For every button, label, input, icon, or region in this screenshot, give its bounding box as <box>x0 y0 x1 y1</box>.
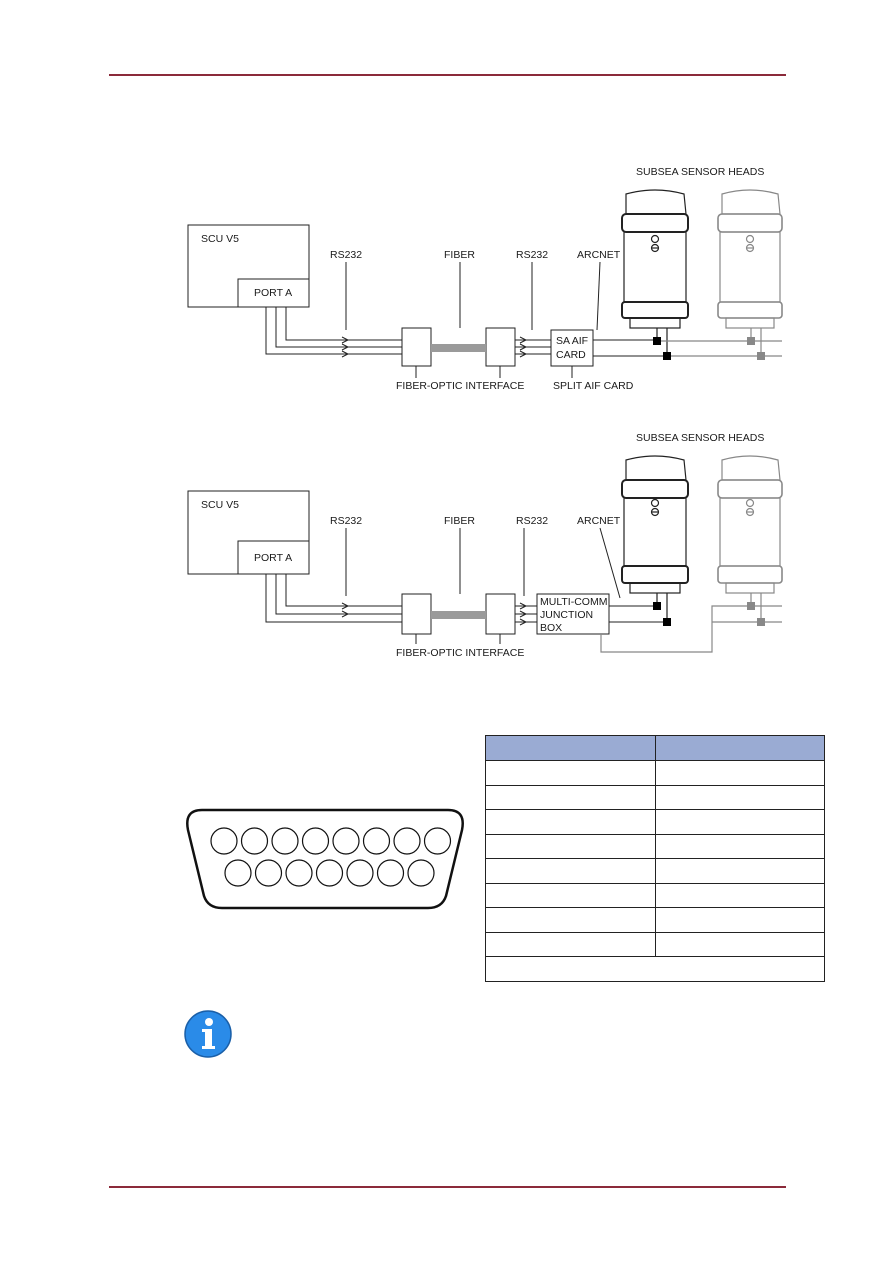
info-icon <box>184 1010 232 1058</box>
connector-pin <box>285 859 313 887</box>
connector-pin <box>332 827 360 855</box>
table-header-cell <box>485 735 656 761</box>
fo-interface-left <box>401 593 432 635</box>
port-a-box <box>237 278 310 308</box>
box-line2: JUNCTION <box>540 609 593 621</box>
scu-label: SCU V5 <box>201 233 239 245</box>
rs232-right-label: RS232 <box>516 515 548 527</box>
connector-pin <box>210 827 238 855</box>
table-row <box>485 882 825 908</box>
scu-label: SCU V5 <box>201 499 239 511</box>
table-row <box>485 809 825 835</box>
box-line3: BOX <box>540 622 562 634</box>
header-rule <box>109 74 786 76</box>
sensor-head-1 <box>621 189 689 356</box>
table-header-row <box>485 735 825 761</box>
sensor-heads-label: SUBSEA SENSOR HEADS <box>636 432 764 444</box>
split-card-label: SPLIT AIF CARD <box>553 380 634 392</box>
table-footer-row <box>485 956 825 982</box>
table-row <box>485 760 825 786</box>
fo-interface-left <box>401 327 432 367</box>
port-label: PORT A <box>254 287 292 299</box>
table-row <box>485 931 825 957</box>
port-a-box <box>237 540 310 575</box>
fiber-label: FIBER <box>444 249 475 261</box>
footer-rule <box>109 1186 786 1188</box>
connector-pin <box>393 827 421 855</box>
card-line1: SA AIF <box>556 335 588 347</box>
table-row <box>485 784 825 810</box>
sensor-heads-label: SUBSEA SENSOR HEADS <box>636 166 764 178</box>
table-row <box>485 833 825 859</box>
connector-pin <box>407 859 435 887</box>
sensor-head-2 <box>661 189 783 357</box>
connector-pin <box>362 827 391 855</box>
connector-pin <box>346 859 374 887</box>
connector-pin <box>315 859 344 887</box>
port-label: PORT A <box>254 552 292 564</box>
table-header-cell <box>655 735 825 761</box>
box-line1: MULTI-COMM <box>540 596 607 608</box>
fiber-label: FIBER <box>444 515 475 527</box>
sensor-head-1 <box>621 455 689 622</box>
connector-pin <box>240 827 269 855</box>
connector-pin <box>301 827 330 855</box>
arcnet-label: ARCNET <box>577 249 621 261</box>
pin-table <box>485 735 825 982</box>
connector-pin <box>423 827 452 855</box>
connector-pin <box>254 859 283 887</box>
connector-pin <box>376 859 405 887</box>
arcnet-label: ARCNET <box>577 515 621 527</box>
rs232-left-label: RS232 <box>330 515 362 527</box>
fo-interface-right <box>485 593 516 635</box>
db15-connector-icon <box>186 808 464 910</box>
sensor-head-2 <box>600 455 783 653</box>
table-row <box>485 858 825 884</box>
fo-interface-right <box>485 327 516 367</box>
rs232-right-label: RS232 <box>516 249 548 261</box>
diagram-split-aif: SUBSEA SENSOR HEADS SCU V5 PORT A RS232 … <box>187 166 783 392</box>
fo-interface-label: FIBER-OPTIC INTERFACE <box>396 647 524 659</box>
table-row <box>485 907 825 933</box>
fo-interface-label: FIBER-OPTIC INTERFACE <box>396 380 524 392</box>
rs232-left-label: RS232 <box>330 249 362 261</box>
junction-box <box>536 593 610 635</box>
diagram-junction-box: SUBSEA SENSOR HEADS SCU V5 PORT A RS232 … <box>187 432 783 659</box>
connector-pin <box>271 827 299 855</box>
card-line2: CARD <box>556 349 586 361</box>
connector-pin <box>224 859 252 887</box>
